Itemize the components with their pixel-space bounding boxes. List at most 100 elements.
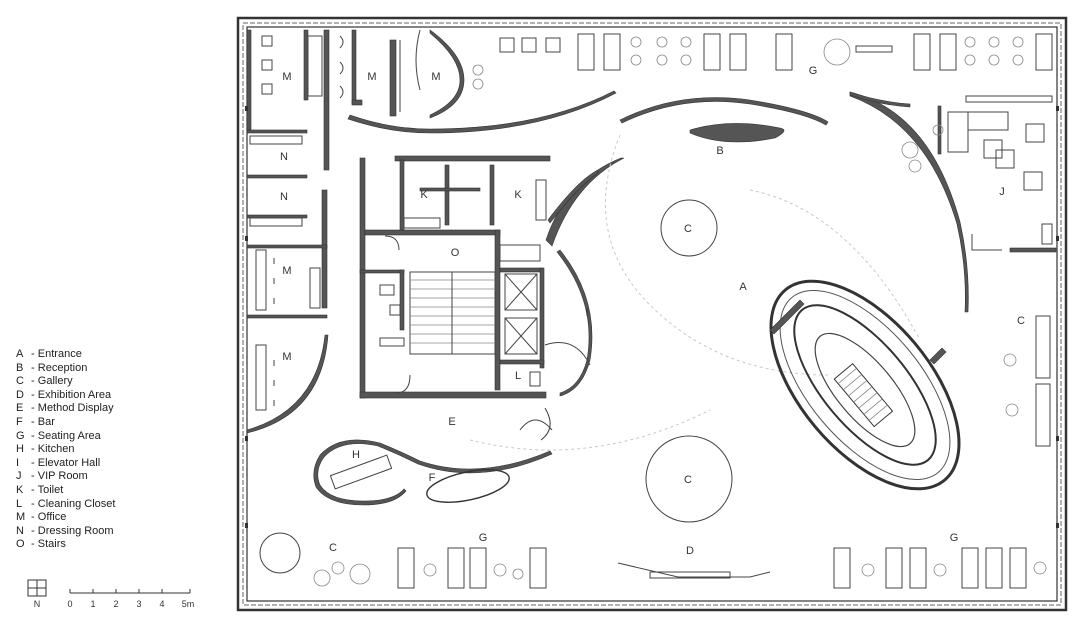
dashed-paths (469, 134, 921, 451)
legend-sep: - (28, 361, 38, 374)
legend-item: F - Bar (16, 416, 115, 430)
legend-key: M (16, 511, 26, 524)
legend-sep: - (28, 456, 38, 469)
dressing-rooms (246, 129, 328, 309)
legend-sep: - (28, 511, 38, 524)
bar-kitchen (313, 407, 553, 506)
svg-text:L: L (515, 370, 521, 382)
label-c-2: C (684, 474, 692, 486)
label-i: I (585, 307, 588, 319)
legend-name: Reception (37, 361, 88, 374)
legend-name: Kitchen (37, 443, 75, 456)
gallery-circle-lower (645, 435, 733, 523)
label-c-3: C (1017, 315, 1025, 327)
scale-label: 2 (113, 599, 118, 609)
legend-item: B - Reception (16, 362, 115, 376)
legend-item: I - Elevator Hall (16, 457, 115, 471)
svg-text:B: B (716, 145, 723, 157)
svg-text:M: M (431, 71, 440, 83)
label-k-1: K (420, 189, 428, 201)
label-d: D (686, 545, 694, 557)
svg-text:G: G (809, 65, 818, 77)
label-a: A (739, 281, 747, 293)
legend-key: O (16, 538, 25, 551)
svg-text:K: K (514, 189, 522, 201)
label-m-1: M (282, 71, 291, 83)
legend-key: D (16, 388, 24, 401)
svg-text:G: G (479, 532, 488, 544)
svg-text:M: M (282, 265, 291, 277)
legend-key: E (16, 402, 24, 415)
north-arrow-icon: N (27, 579, 47, 609)
legend-item: H - Kitchen (16, 443, 115, 457)
legend-name: Elevator Hall (37, 456, 101, 469)
svg-text:K: K (420, 189, 428, 201)
svg-text:D: D (686, 545, 694, 557)
svg-text:C: C (1017, 315, 1025, 327)
legend: A - Entrance B - Reception C - Gallery D… (16, 348, 115, 552)
legend-name: Toilet (37, 483, 64, 496)
legend-name: Entrance (37, 348, 82, 360)
label-g-3: G (950, 532, 959, 544)
svg-text:I: I (585, 307, 588, 319)
label-l: L (515, 370, 521, 382)
legend-name: Cleaning Closet (37, 497, 116, 510)
legend-key: H (16, 443, 24, 456)
label-f: F (429, 472, 436, 484)
legend-sep: - (28, 538, 38, 551)
legend-name: Stairs (37, 538, 66, 551)
label-n-1: N (280, 151, 288, 163)
label-c-4: C (329, 542, 337, 554)
label-m-5: M (282, 351, 291, 363)
stair-treads (833, 362, 894, 428)
label-e: E (448, 416, 455, 428)
legend-key: L (16, 497, 23, 510)
svg-text:E: E (448, 416, 455, 428)
office-block-top (246, 29, 484, 171)
svg-text:M: M (282, 351, 291, 363)
legend-sep: - (28, 402, 38, 415)
legend-sep: - (28, 470, 38, 483)
svg-text:M: M (367, 71, 376, 83)
legend-key: A (16, 348, 24, 360)
svg-text:N: N (280, 151, 288, 163)
legend-name: Dressing Room (37, 524, 114, 537)
legend-item: A - Entrance (16, 348, 115, 362)
service-core (359, 155, 625, 399)
svg-text:J: J (999, 186, 1005, 198)
scale-label: 5m (182, 599, 195, 609)
north-label: N (34, 599, 41, 609)
label-k-2: K (514, 189, 522, 201)
legend-item: M - Office (16, 511, 115, 525)
label-c-1: C (684, 223, 692, 235)
legend-item: D - Exhibition Area (16, 389, 115, 403)
svg-text:M: M (282, 71, 291, 83)
entrance-stair (769, 279, 961, 491)
svg-text:G: G (950, 532, 959, 544)
legend-key: B (16, 361, 24, 374)
scale-label: 3 (136, 599, 141, 609)
legend-item: C - Gallery (16, 375, 115, 389)
svg-text:F: F (429, 472, 436, 484)
legend-key: N (16, 524, 24, 537)
legend-sep: - (28, 443, 38, 456)
label-m-2: M (367, 71, 376, 83)
scale-bar: 0 1 2 3 4 5m (67, 589, 194, 609)
scale-label: 1 (90, 599, 95, 609)
label-o: O (451, 247, 460, 259)
label-g-1: G (809, 65, 818, 77)
legend-sep: - (28, 483, 38, 496)
gallery-right (1003, 315, 1051, 447)
legend-name: Exhibition Area (37, 388, 112, 401)
svg-text:C: C (329, 542, 337, 554)
legend-item: E - Method Display (16, 402, 115, 416)
legend-name: Office (37, 511, 67, 524)
legend-key: C (16, 375, 24, 388)
legend-key: G (16, 429, 25, 442)
legend-sep: - (28, 429, 38, 442)
svg-text:A: A (739, 281, 747, 293)
legend-sep: - (28, 375, 38, 388)
label-n-2: N (280, 191, 288, 203)
gallery-circle-upper (660, 199, 718, 257)
